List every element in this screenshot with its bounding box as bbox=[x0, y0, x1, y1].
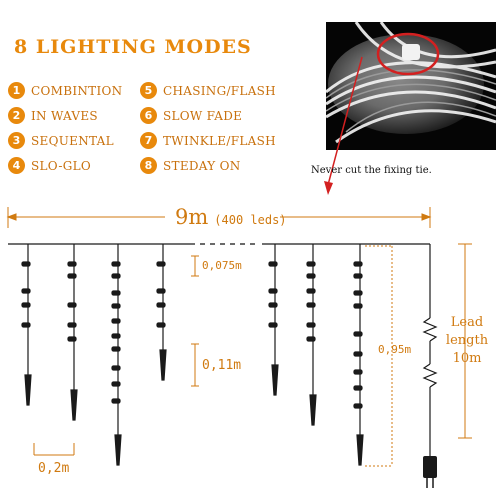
large-spacing-bracket bbox=[191, 343, 199, 387]
led-bulb-icon bbox=[353, 385, 363, 391]
led-bulb-icon bbox=[111, 303, 121, 309]
led-bulb-icon bbox=[21, 302, 31, 308]
icicle-tip-icon bbox=[159, 349, 167, 381]
led-bulb-icon bbox=[156, 302, 166, 308]
led-bulb-icon bbox=[67, 322, 77, 328]
led-bulb-icon bbox=[353, 290, 363, 296]
led-bulb-icon bbox=[353, 351, 363, 357]
led-bulb-icon bbox=[353, 261, 363, 267]
led-bulb-icon bbox=[111, 261, 121, 267]
led-bulb-icon bbox=[353, 273, 363, 279]
icicle-tip-icon bbox=[356, 434, 364, 466]
fixing-tie-caption: Never cut the fixing tie. bbox=[311, 165, 432, 176]
led-bulb-icon bbox=[111, 398, 121, 404]
led-bulb-icon bbox=[353, 403, 363, 409]
led-bulb-icon bbox=[111, 290, 121, 296]
mode-item-2: 2 IN WAVES bbox=[8, 107, 98, 124]
led-bulb-icon bbox=[21, 261, 31, 267]
icicle-tip-icon bbox=[24, 374, 32, 406]
mode-label: SEQUENTAL bbox=[31, 133, 114, 148]
led-bulb-icon bbox=[156, 322, 166, 328]
mode-number-badge: 1 bbox=[8, 82, 25, 99]
pointer-arrow bbox=[324, 56, 363, 195]
mode-item-7: 7 TWINKLE/FLASH bbox=[140, 132, 276, 149]
mode-label: CHASING/FLASH bbox=[163, 83, 276, 98]
lighting-modes-title: 8 LIGHTING MODES bbox=[14, 36, 252, 58]
led-bulb-icon bbox=[268, 322, 278, 328]
lead-length-bracket bbox=[458, 243, 472, 439]
icicle-tip-icon bbox=[70, 389, 78, 421]
led-bulb-icon bbox=[111, 381, 121, 387]
led-bulb-icon bbox=[111, 346, 121, 352]
led-bulb-icon bbox=[306, 261, 316, 267]
mode-item-1: 1 COMBINTION bbox=[8, 82, 122, 99]
led-bulb-icon bbox=[268, 261, 278, 267]
lead-length-label: Lead length 10m bbox=[440, 314, 494, 368]
led-bulb-icon bbox=[156, 261, 166, 267]
mode-label: IN WAVES bbox=[31, 108, 98, 123]
led-bulb-icon bbox=[353, 331, 363, 337]
large-spacing-label: 0,11m bbox=[202, 358, 242, 373]
icicle-gap-label: 0,2m bbox=[38, 461, 70, 476]
led-bulb-icon bbox=[156, 288, 166, 294]
fixing-tie-photo bbox=[326, 22, 496, 150]
mode-item-5: 5 CHASING/FLASH bbox=[140, 82, 276, 99]
drop-length-bracket bbox=[365, 245, 393, 467]
power-plug-icon bbox=[423, 456, 437, 478]
led-bulb-icon bbox=[268, 302, 278, 308]
icicle-drops bbox=[21, 244, 364, 466]
led-bulb-icon bbox=[111, 318, 121, 324]
lead-wire bbox=[422, 244, 438, 456]
led-bulb-icon bbox=[111, 333, 121, 339]
led-bulb-icon bbox=[306, 302, 316, 308]
led-bulb-icon bbox=[21, 288, 31, 294]
mode-label: STEDAY ON bbox=[163, 158, 241, 173]
mode-number-badge: 8 bbox=[140, 157, 157, 174]
icicle-light-diagram bbox=[6, 207, 472, 488]
mode-label: TWINKLE/FLASH bbox=[163, 133, 276, 148]
icicle-tip-icon bbox=[271, 364, 279, 396]
mode-item-8: 8 STEDAY ON bbox=[140, 157, 241, 174]
icicle-tip-icon bbox=[309, 394, 317, 426]
mode-item-6: 6 SLOW FADE bbox=[140, 107, 242, 124]
led-bulb-icon bbox=[67, 336, 77, 342]
led-bulb-icon bbox=[306, 336, 316, 342]
mode-number-badge: 3 bbox=[8, 132, 25, 149]
drop-length-label: 0,95m bbox=[378, 343, 412, 356]
led-bulb-icon bbox=[306, 273, 316, 279]
led-bulb-icon bbox=[67, 273, 77, 279]
led-bulb-icon bbox=[67, 302, 77, 308]
mode-number-badge: 4 bbox=[8, 157, 25, 174]
icicle-tip-icon bbox=[114, 434, 122, 466]
lead-label-line-2: length bbox=[445, 333, 489, 348]
icicle-gap-bracket bbox=[33, 443, 75, 456]
led-bulb-icon bbox=[111, 273, 121, 279]
mode-number-badge: 6 bbox=[140, 107, 157, 124]
led-bulb-icon bbox=[306, 288, 316, 294]
total-length-value: 9m bbox=[175, 205, 209, 229]
led-bulb-icon bbox=[111, 365, 121, 371]
lead-label-line-1: Lead bbox=[450, 315, 484, 330]
total-length-label: 9m (400 leds) bbox=[175, 205, 287, 229]
lead-length-value: 10m bbox=[452, 351, 482, 366]
mode-number-badge: 2 bbox=[8, 107, 25, 124]
led-bulb-icon bbox=[353, 303, 363, 309]
led-bulb-icon bbox=[67, 261, 77, 267]
mode-item-3: 3 SEQUENTAL bbox=[8, 132, 114, 149]
led-bulb-icon bbox=[268, 288, 278, 294]
led-bulb-icon bbox=[21, 322, 31, 328]
total-length-dimension bbox=[6, 207, 432, 228]
small-spacing-label: 0,075m bbox=[202, 259, 242, 272]
mode-item-4: 4 SLO-GLO bbox=[8, 157, 91, 174]
small-spacing-bracket bbox=[191, 255, 199, 277]
mode-label: SLO-GLO bbox=[31, 158, 92, 173]
mode-number-badge: 5 bbox=[140, 82, 157, 99]
led-count-value: (400 leds) bbox=[214, 213, 287, 227]
mode-number-badge: 7 bbox=[140, 132, 157, 149]
mode-label: COMBINTION bbox=[31, 83, 123, 98]
led-bulb-icon bbox=[353, 369, 363, 375]
mode-label: SLOW FADE bbox=[163, 108, 243, 123]
led-bulb-icon bbox=[306, 322, 316, 328]
